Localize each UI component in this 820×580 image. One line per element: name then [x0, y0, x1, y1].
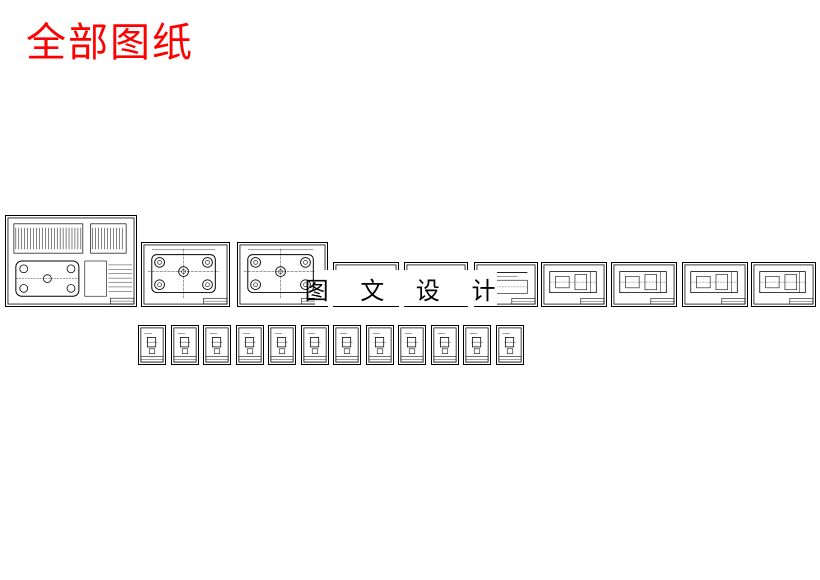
drawing-sketch	[497, 327, 522, 363]
drawing-sketch	[465, 327, 489, 363]
drawing-sketch	[335, 327, 359, 363]
drawing-sketch	[400, 327, 424, 363]
drawing-sketch	[684, 264, 746, 305]
bottom-row-drawing-thumbnail[interactable]	[398, 325, 426, 365]
drawing-sketch	[753, 264, 814, 305]
drawing-sketch	[140, 327, 164, 363]
bottom-row-drawing-thumbnail[interactable]	[268, 325, 296, 365]
bottom-row-drawing-thumbnail[interactable]	[170, 325, 199, 365]
drawing-sketch	[543, 264, 605, 305]
drawing-sketch	[613, 264, 675, 305]
bottom-row-drawing-thumbnail[interactable]	[430, 325, 459, 365]
page-title: 全部图纸	[26, 20, 194, 66]
bottom-row-drawing-thumbnail[interactable]	[495, 325, 524, 365]
bottom-row-drawing-thumbnail[interactable]	[235, 325, 264, 365]
drawing-sketch	[205, 327, 229, 363]
drawing-sketch	[432, 327, 457, 363]
drawing-sketch	[172, 327, 197, 363]
drawing-sketch	[270, 327, 294, 363]
bottom-row-drawing-thumbnail[interactable]	[300, 325, 329, 365]
watermark-stamp: 图 文 设 计	[305, 270, 497, 306]
drawing-sketch	[367, 327, 392, 363]
drawing-sketch	[237, 327, 262, 363]
top-row-drawing-thumbnail[interactable]	[141, 242, 230, 307]
bottom-row-drawing-thumbnail[interactable]	[203, 325, 231, 365]
top-row-drawing-thumbnail[interactable]	[5, 215, 137, 307]
drawing-sketch	[7, 217, 135, 305]
bottom-row-drawing-thumbnail[interactable]	[463, 325, 491, 365]
top-row-drawing-thumbnail[interactable]	[237, 242, 328, 307]
bottom-row-drawing-thumbnail[interactable]	[365, 325, 394, 365]
drawing-sketch	[143, 244, 228, 305]
top-row-drawing-thumbnail[interactable]	[751, 262, 816, 307]
bottom-row-drawing-thumbnail[interactable]	[138, 325, 166, 365]
drawing-sketch	[302, 327, 327, 363]
top-row-drawing-thumbnail[interactable]	[611, 262, 677, 307]
top-row-drawing-thumbnail[interactable]	[541, 262, 607, 307]
top-row-drawing-thumbnail[interactable]	[682, 262, 748, 307]
bottom-row-drawing-thumbnail[interactable]	[333, 325, 361, 365]
